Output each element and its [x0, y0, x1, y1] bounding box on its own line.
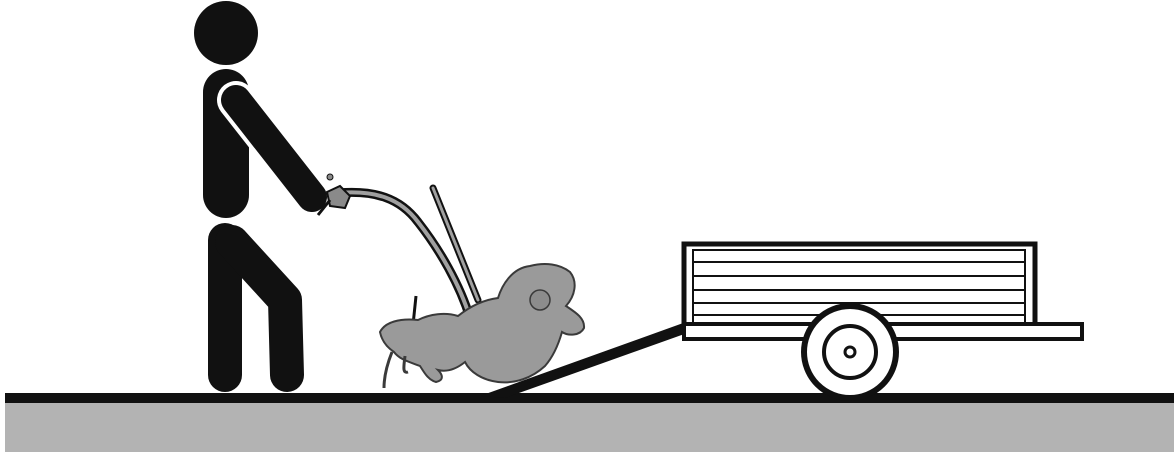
person-figure: [194, 1, 312, 375]
person-head: [194, 1, 258, 65]
ground-fill: [5, 400, 1174, 452]
tiller-engine-detail: [530, 290, 550, 310]
tiller: [318, 174, 584, 388]
ground-line: [5, 393, 1174, 403]
ground: [5, 393, 1174, 452]
tiller-handlebar-outline: [338, 192, 470, 318]
tiller-body: [380, 264, 584, 382]
trailer-wheel-hub: [845, 347, 855, 357]
tiller-tine-left: [384, 352, 392, 388]
utility-trailer: [684, 244, 1082, 398]
tiller-grip-knob: [327, 174, 333, 180]
